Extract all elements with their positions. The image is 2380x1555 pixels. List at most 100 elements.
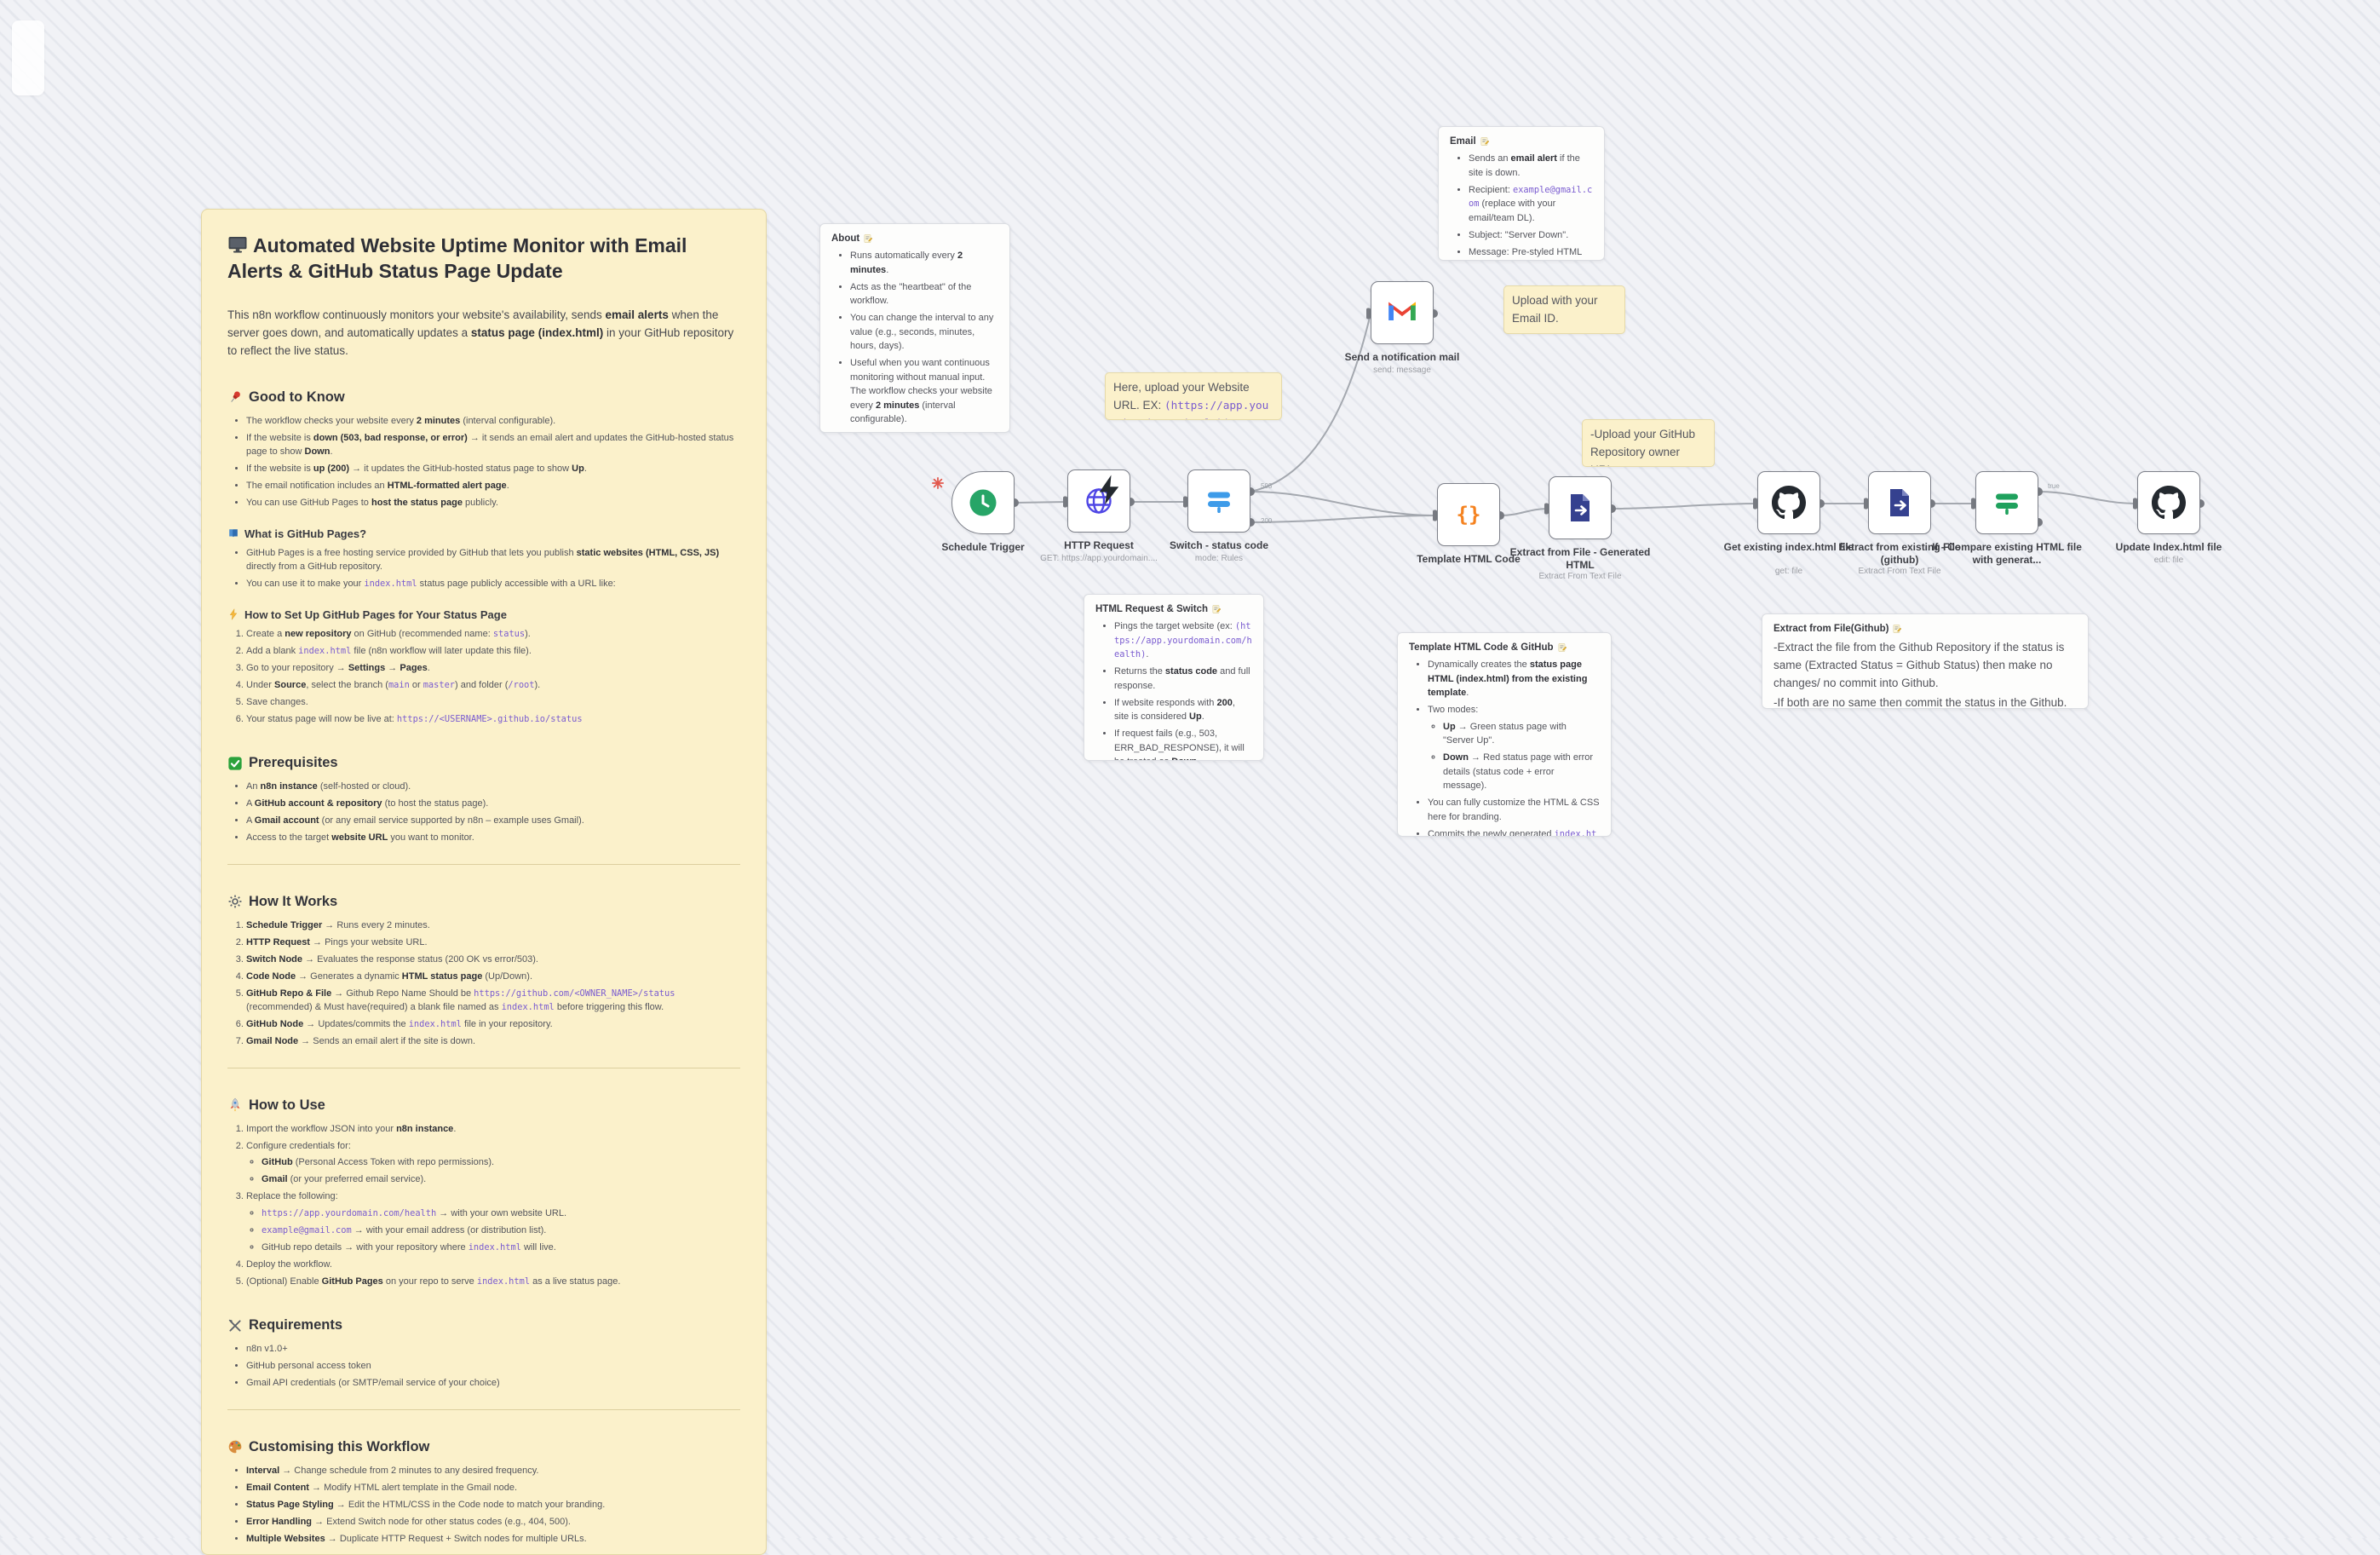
sticky-email[interactable]: Email Sends an email alert if the site i…: [1438, 126, 1605, 261]
zap-icon: [227, 608, 239, 620]
tools-icon: [227, 1318, 243, 1333]
list-item: Under Source, select the branch (main or…: [246, 678, 740, 693]
list-item: Returns the status code and full respons…: [1114, 665, 1252, 693]
sticky-about[interactable]: About Runs automatically every 2 minutes…: [819, 223, 1010, 433]
node-subtitle: get: file: [1774, 567, 1803, 576]
if-box[interactable]: [1975, 471, 2038, 534]
node-template-html-code[interactable]: {} Template HTML Code: [1417, 483, 1521, 565]
node-send-notification-mail[interactable]: Send a notification mail send: message: [1345, 281, 1459, 375]
section-heading: How to Use: [227, 1097, 740, 1114]
node-http-request[interactable]: HTTP Request GET: https://app.yourdomain…: [1040, 469, 1158, 563]
list-item: If request fails (e.g., 503, ERR_BAD_RES…: [1114, 727, 1252, 760]
list-item: Email Content → Modify HTML alert templa…: [246, 1481, 740, 1495]
list-item: Code Node → Generates a dynamic HTML sta…: [246, 970, 740, 984]
paragraph: This n8n workflow continuously monitors …: [227, 308, 734, 357]
sticky-email-title: Email: [1450, 136, 1593, 147]
github-get-box[interactable]: [1757, 471, 1820, 534]
gmail-box[interactable]: [1371, 281, 1434, 344]
extract-file-box[interactable]: [1549, 476, 1612, 539]
paragraph: -If both are no same then commit the sta…: [1774, 695, 2067, 709]
list-item: Recipient: example@gmail.com (replace wi…: [1469, 183, 1593, 226]
gmail-icon: [1388, 302, 1416, 320]
file-export-icon: [1571, 494, 1590, 521]
node-extract-from-file-generated[interactable]: Extract from File - Generated HTML Extra…: [1510, 476, 1650, 581]
list-item: Two modes:Up → Green status page with "S…: [1428, 703, 1600, 793]
code-braces-icon: {}: [1457, 503, 1481, 527]
github-update-box[interactable]: [2137, 471, 2200, 534]
list-item: If website responds with 200, site is co…: [1114, 696, 1252, 724]
bolt-icon: [1099, 475, 1119, 505]
node-switch-status-code[interactable]: Switch - status code mode: Rules: [1170, 469, 1268, 563]
list-item: Runs automatically every 2 minutes.: [850, 249, 998, 277]
paragraph: -Extract the file from the Github Reposi…: [1774, 641, 2065, 689]
sticky-website-url[interactable]: Here, upload your Website URL. EX: (http…: [1105, 372, 1282, 420]
node-subtitle: send: message: [1373, 366, 1431, 375]
list-item: If the website is up (200) → it updates …: [246, 462, 740, 476]
node-subtitle: GET: https://app.yourdomain....: [1040, 554, 1158, 563]
sticky-email-body: Sends an email alert if the site is down…: [1450, 152, 1593, 260]
node-subtitle: Extract From Text File: [1858, 567, 1941, 576]
if-output-label-true: true: [2048, 482, 2060, 490]
section-divider: [227, 1408, 740, 1410]
section-heading: Requirements: [227, 1317, 740, 1333]
list-item: Schedule Trigger → Runs every 2 minutes.: [246, 919, 740, 933]
node-label: Extract from existing File (github): [1838, 541, 1961, 566]
memo-icon: [1557, 642, 1567, 653]
monitor-icon: [227, 234, 253, 255]
node-label: Template HTML Code: [1417, 553, 1521, 565]
section-divider: [227, 863, 740, 865]
sub-list-item: GitHub repo details → with your reposito…: [262, 1241, 740, 1255]
rocket-icon: [227, 1097, 243, 1113]
section-heading: Customising this Workflow: [227, 1439, 740, 1455]
paragraph: Here, upload your Website URL. EX: (http…: [1113, 381, 1269, 419]
http-request-box[interactable]: [1067, 469, 1130, 533]
globe-icon: [1086, 488, 1112, 514]
sticky-extract-from-file-github-body: -Extract the file from the Github Reposi…: [1774, 639, 2077, 709]
sticky-template-github[interactable]: Template HTML Code & GitHub Dynamically …: [1397, 632, 1612, 837]
list-item: Subject: "Server Down".: [1469, 228, 1593, 243]
list-item: Create a new repository on GitHub (recom…: [246, 627, 740, 642]
node-label: Get existing index.html file: [1723, 541, 1854, 553]
extract-existing-box[interactable]: [1868, 471, 1931, 534]
switch-output-label-200: 200: [1261, 517, 1273, 525]
sticky-email-id[interactable]: Upload with your Email ID.EX:examaple@gm…: [1503, 285, 1625, 334]
sticky-template-github-body: Dynamically creates the status page HTML…: [1409, 658, 1600, 836]
sticky-extract-from-file-github[interactable]: Extract from File(Github) -Extract the f…: [1762, 613, 2089, 709]
main-sticky-note[interactable]: Automated Website Uptime Monitor with Em…: [201, 209, 767, 1555]
sub-list-item: example@gmail.com → with your email addr…: [262, 1224, 740, 1238]
switch-box[interactable]: [1187, 469, 1250, 533]
sub-list-item: Gmail (or your preferred email service).: [262, 1172, 740, 1187]
node-if-compare[interactable]: If - Compare existing HTML file with gen…: [1932, 471, 2082, 566]
execute-indicator-icon: [932, 477, 944, 489]
list-item: GitHub personal access token: [246, 1359, 740, 1374]
code-box[interactable]: {}: [1437, 483, 1500, 546]
palette-icon: [227, 1439, 243, 1454]
sticky-html-request-switch[interactable]: HTML Request & Switch Pings the target w…: [1084, 594, 1264, 761]
list-item: GitHub Node → Updates/commits the index.…: [246, 1017, 740, 1032]
sticky-about-body: Runs automatically every 2 minutes.Acts …: [831, 249, 998, 432]
canvas-panel-fragment: [12, 20, 44, 95]
schedule-trigger-box[interactable]: [951, 471, 1015, 534]
node-get-existing-index-file[interactable]: Get existing index.html file get: file: [1724, 471, 1854, 576]
list-item: You can fully customize the HTML & CSS h…: [1428, 796, 1600, 824]
list-item: GitHub Pages is a free hosting service p…: [246, 546, 740, 574]
github-icon: [1772, 486, 1806, 520]
paragraph: Upload with your Email ID.: [1512, 294, 1598, 325]
if-filter-icon: [1996, 493, 2018, 515]
node-extract-from-existing-file[interactable]: Extract from existing File (github) Extr…: [1838, 471, 1961, 576]
list-item: You can use GitHub Pages to host the sta…: [246, 496, 740, 510]
list-item: The workflow checks your website every 2…: [246, 414, 740, 429]
section-heading: Prerequisites: [227, 755, 740, 771]
list-item: Status Page Styling → Edit the HTML/CSS …: [246, 1498, 740, 1512]
list-item: Multiple Websites → Duplicate HTTP Reque…: [246, 1532, 740, 1546]
node-update-index-file[interactable]: Update Index.html file edit: file: [2116, 471, 2222, 565]
book-icon: [227, 527, 239, 539]
sticky-github-repo[interactable]: -Upload your GitHub Repository owner URL…: [1582, 419, 1715, 467]
list-item: If the website is down (503, bad respons…: [850, 429, 998, 432]
sticky-about-title: About: [831, 233, 998, 244]
node-subtitle: mode: Rules: [1194, 554, 1244, 563]
node-schedule-trigger[interactable]: Schedule Trigger: [941, 471, 1025, 553]
list-item: Save changes.: [246, 695, 740, 710]
memo-icon: [863, 233, 873, 244]
